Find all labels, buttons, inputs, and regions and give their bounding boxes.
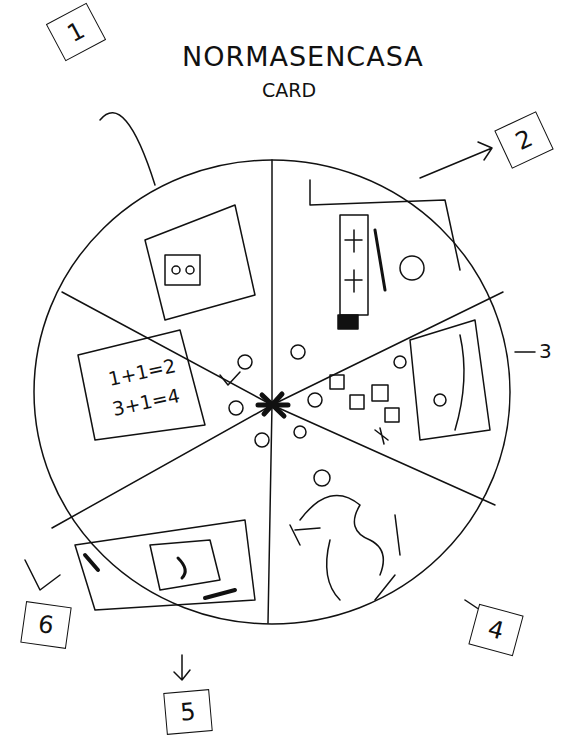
sector-2-drawing bbox=[310, 180, 460, 329]
callout-number: 1 bbox=[64, 18, 89, 46]
wheel-outline bbox=[34, 160, 510, 624]
sector-3-drawing bbox=[330, 320, 490, 444]
callout-number: 5 bbox=[179, 699, 196, 724]
sector-6-drawing bbox=[78, 330, 240, 440]
callout-number: 2 bbox=[512, 126, 536, 154]
callout-number: 6 bbox=[37, 612, 55, 638]
math-text: 3+1=4 bbox=[111, 385, 182, 420]
sector-4-drawing bbox=[290, 470, 400, 600]
subtitle: CARD bbox=[262, 80, 316, 101]
callout-box: 1 bbox=[46, 3, 106, 62]
math-text: 1+1=2 bbox=[107, 355, 178, 390]
callout-number: 4 bbox=[486, 616, 507, 643]
callout-box: 6 bbox=[20, 601, 71, 649]
sector-dividers bbox=[52, 160, 503, 623]
sector-5-drawing bbox=[75, 520, 255, 610]
callout-box: 2 bbox=[494, 111, 553, 169]
callout-number: 3 bbox=[539, 340, 552, 362]
callout-box: 5 bbox=[163, 689, 212, 735]
center-faces bbox=[229, 345, 322, 447]
callout-box: 4 bbox=[468, 604, 523, 656]
callout-arrows bbox=[25, 113, 535, 680]
sector-1-drawing bbox=[145, 205, 255, 320]
title: NORMASENCASA bbox=[182, 42, 424, 72]
math-card bbox=[78, 330, 205, 440]
